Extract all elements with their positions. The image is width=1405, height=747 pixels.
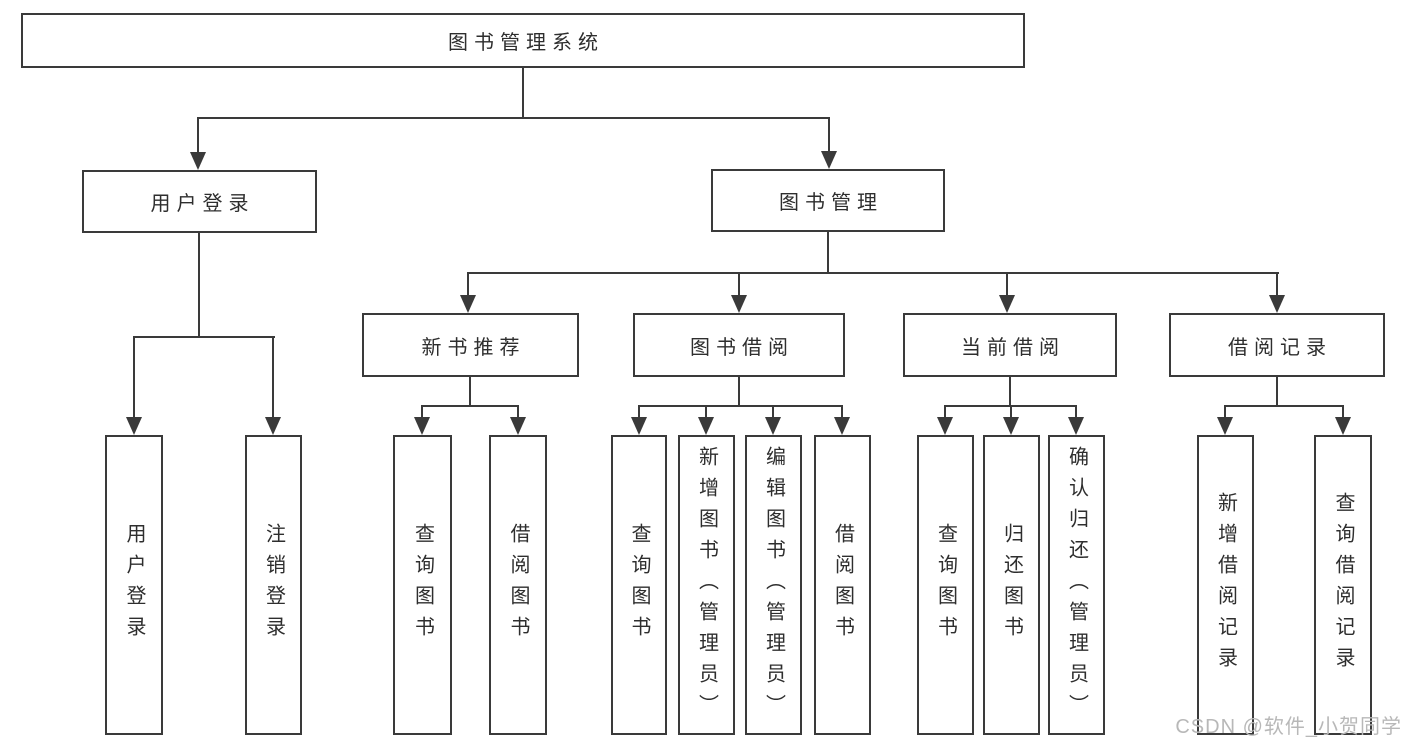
connector-line bbox=[638, 405, 843, 407]
connector-arrowhead bbox=[937, 417, 953, 435]
connector-arrowhead bbox=[460, 295, 476, 313]
connector-line bbox=[467, 272, 1279, 274]
csdn-watermark: CSDN @软件_小贺同学 bbox=[1175, 716, 1402, 738]
connector-arrowhead bbox=[1217, 417, 1233, 435]
connector-line bbox=[1342, 405, 1344, 421]
leaf-nb-query-book-label: 查询图书 bbox=[411, 523, 434, 647]
node-book-borrow: 图书借阅 bbox=[633, 313, 845, 377]
connector-line bbox=[738, 272, 740, 299]
connector-arrowhead bbox=[999, 295, 1015, 313]
leaf-bb-edit-book: 编辑图书（管理员） bbox=[745, 435, 802, 735]
leaf-bb-query-book-label: 查询图书 bbox=[628, 523, 650, 647]
connector-arrowhead bbox=[510, 417, 526, 435]
connector-line bbox=[272, 336, 274, 420]
node-book-mgmt: 图书管理 bbox=[711, 169, 945, 232]
node-borrow-record-label: 借阅记录 bbox=[1228, 336, 1332, 359]
leaf-br-query-record: 查询借阅记录 bbox=[1314, 435, 1372, 735]
connector-arrowhead bbox=[1335, 417, 1351, 435]
connector-line bbox=[421, 405, 519, 407]
connector-line bbox=[469, 377, 471, 407]
connector-arrowhead bbox=[834, 417, 850, 435]
leaf-cb-confirm-return-label: 确认归还（管理员） bbox=[1065, 445, 1088, 725]
connector-arrowhead bbox=[731, 295, 747, 313]
connector-line bbox=[638, 405, 640, 421]
connector-arrowhead bbox=[265, 417, 281, 435]
connector-line bbox=[827, 232, 829, 274]
leaf-bb-edit-book-label: 编辑图书（管理员） bbox=[762, 445, 785, 725]
node-new-book-rec-label: 新书推荐 bbox=[421, 336, 526, 359]
connector-line bbox=[1224, 405, 1344, 407]
node-book-mgmt-label: 图书管理 bbox=[779, 192, 883, 214]
node-user-login: 用户登录 bbox=[82, 170, 317, 233]
node-root-label: 图书管理系统 bbox=[448, 32, 604, 54]
connector-arrowhead bbox=[1269, 295, 1285, 313]
connector-line bbox=[1006, 272, 1008, 299]
connector-arrowhead bbox=[1003, 417, 1019, 435]
leaf-br-add-record-label: 新增借阅记录 bbox=[1214, 492, 1237, 678]
connector-arrowhead bbox=[631, 417, 647, 435]
leaf-br-query-record-label: 查询借阅记录 bbox=[1332, 492, 1354, 678]
connector-arrowhead bbox=[126, 417, 142, 435]
leaf-cb-return-book-label: 归还图书 bbox=[1000, 523, 1023, 647]
connector-line bbox=[772, 405, 774, 421]
connector-line bbox=[944, 405, 946, 421]
connector-line bbox=[738, 377, 740, 407]
leaf-user-login: 用户登录 bbox=[105, 435, 163, 735]
leaf-br-add-record: 新增借阅记录 bbox=[1197, 435, 1254, 735]
leaf-nb-borrow-book-label: 借阅图书 bbox=[507, 523, 529, 647]
node-current-borrow: 当前借阅 bbox=[903, 313, 1117, 377]
connector-line bbox=[1009, 377, 1011, 407]
connector-line bbox=[705, 405, 707, 421]
connector-line bbox=[841, 405, 843, 421]
connector-line bbox=[828, 117, 830, 154]
connector-arrowhead bbox=[1068, 417, 1084, 435]
connector-line bbox=[133, 336, 135, 420]
connector-line bbox=[1075, 405, 1077, 421]
leaf-nb-query-book: 查询图书 bbox=[393, 435, 452, 735]
leaf-user-login-label: 用户登录 bbox=[123, 523, 145, 647]
leaf-bb-query-book: 查询图书 bbox=[611, 435, 667, 735]
node-new-book-rec: 新书推荐 bbox=[362, 313, 579, 377]
connector-line bbox=[197, 117, 199, 155]
connector-arrowhead bbox=[698, 417, 714, 435]
connector-line bbox=[1276, 272, 1278, 299]
leaf-logout: 注销登录 bbox=[245, 435, 302, 735]
connector-line bbox=[467, 272, 469, 299]
node-book-borrow-label: 图书借阅 bbox=[690, 336, 794, 359]
leaf-logout-label: 注销登录 bbox=[262, 523, 285, 647]
connector-line bbox=[517, 405, 519, 421]
connector-line bbox=[133, 336, 275, 338]
connector-arrowhead bbox=[821, 151, 837, 169]
connector-line bbox=[522, 68, 524, 118]
leaf-cb-query-book: 查询图书 bbox=[917, 435, 974, 735]
connector-line bbox=[1010, 405, 1012, 421]
connector-line bbox=[197, 117, 830, 119]
leaf-nb-borrow-book: 借阅图书 bbox=[489, 435, 547, 735]
node-current-borrow-label: 当前借阅 bbox=[961, 336, 1065, 359]
leaf-cb-return-book: 归还图书 bbox=[983, 435, 1040, 735]
leaf-bb-add-book: 新增图书（管理员） bbox=[678, 435, 735, 735]
node-user-login-label: 用户登录 bbox=[150, 193, 255, 215]
connector-line bbox=[1276, 377, 1278, 407]
leaf-bb-borrow-book: 借阅图书 bbox=[814, 435, 871, 735]
leaf-bb-add-book-label: 新增图书（管理员） bbox=[695, 445, 718, 725]
connector-line bbox=[421, 405, 423, 421]
leaf-cb-confirm-return: 确认归还（管理员） bbox=[1048, 435, 1105, 735]
connector-arrowhead bbox=[190, 152, 206, 170]
connector-arrowhead bbox=[414, 417, 430, 435]
connector-line bbox=[1224, 405, 1226, 421]
node-root: 图书管理系统 bbox=[21, 13, 1025, 68]
connector-line bbox=[198, 233, 200, 337]
leaf-cb-query-book-label: 查询图书 bbox=[934, 523, 957, 647]
node-borrow-record: 借阅记录 bbox=[1169, 313, 1385, 377]
leaf-bb-borrow-book-label: 借阅图书 bbox=[831, 523, 854, 647]
connector-arrowhead bbox=[765, 417, 781, 435]
